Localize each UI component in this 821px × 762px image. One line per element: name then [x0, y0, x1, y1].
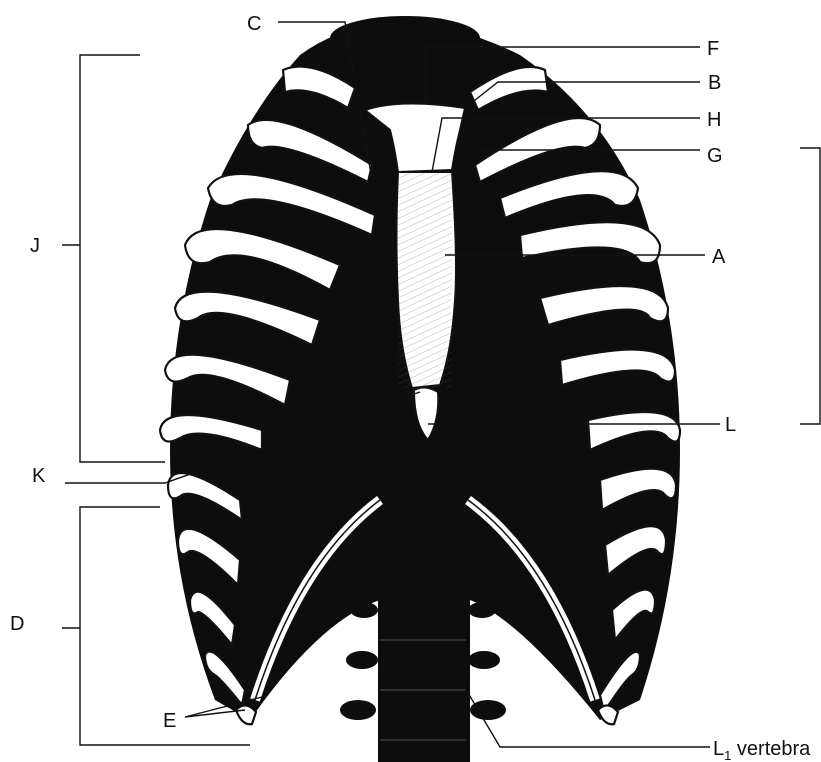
label-d: D: [10, 613, 24, 635]
label-g: G: [707, 145, 723, 167]
label-e: E: [163, 710, 176, 732]
label-l: L: [725, 414, 736, 436]
label-b: B: [708, 72, 721, 94]
label-c: C: [247, 13, 261, 35]
label-f: F: [707, 38, 719, 60]
label-l1-vertebra: L1 vertebra: [713, 738, 811, 762]
label-h: H: [707, 109, 721, 131]
label-k: K: [32, 465, 46, 487]
label-j: J: [30, 235, 40, 257]
rib-cage-illustration: [160, 16, 680, 762]
label-a: A: [712, 246, 726, 268]
